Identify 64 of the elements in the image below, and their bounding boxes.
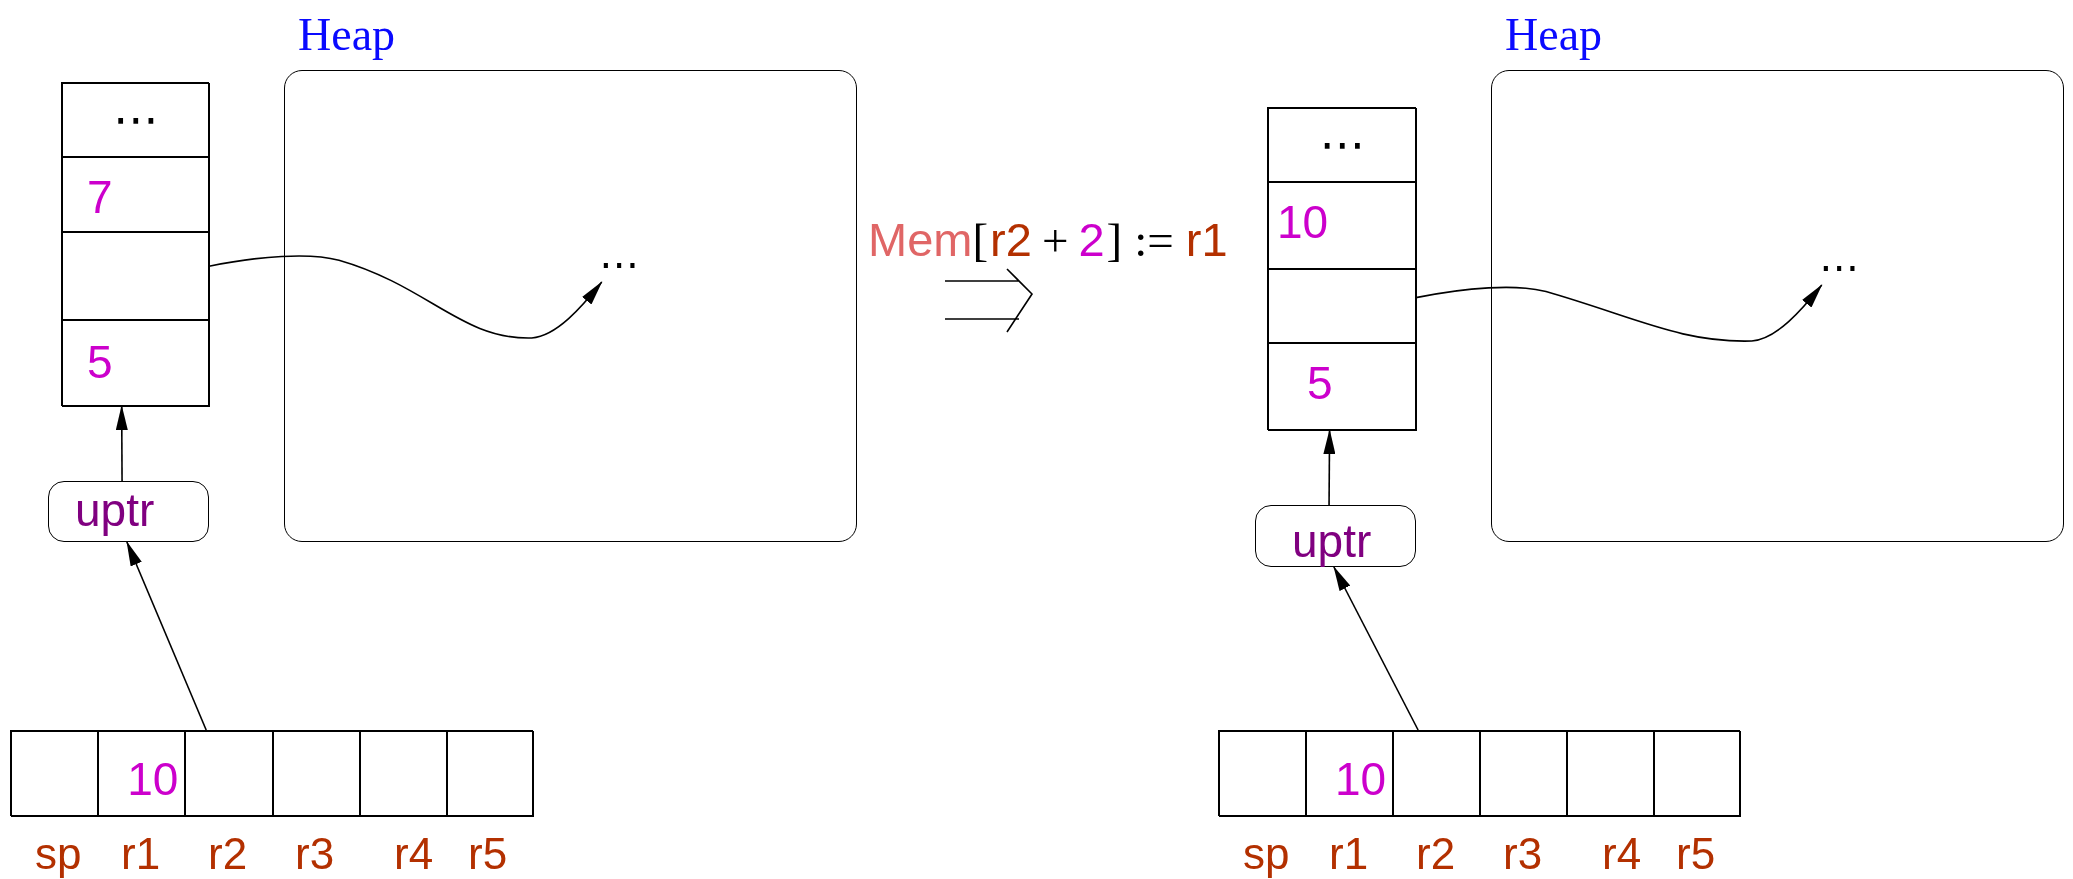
pointer-box bbox=[1255, 505, 1416, 567]
formula-term: Mem bbox=[868, 216, 973, 263]
ellipsis: ⋯ bbox=[599, 244, 639, 284]
register-name: r4 bbox=[1602, 832, 1642, 876]
stack-column bbox=[1267, 107, 1416, 430]
formula-term: ] bbox=[1106, 217, 1123, 264]
arrow bbox=[1415, 284, 1823, 342]
pointer-box bbox=[48, 481, 209, 542]
register-cell bbox=[359, 731, 447, 817]
register-row bbox=[1218, 730, 1740, 816]
register-name: r3 bbox=[1503, 832, 1543, 876]
register-row bbox=[10, 730, 533, 816]
arrow bbox=[1323, 429, 1336, 506]
stack-cell bbox=[1268, 343, 1417, 431]
cell-value: 7 bbox=[87, 174, 113, 220]
register-cell bbox=[272, 731, 360, 817]
register-cell bbox=[1654, 731, 1741, 817]
register-name: sp bbox=[1243, 832, 1290, 876]
formula-term: := bbox=[1134, 217, 1174, 264]
stack-cell bbox=[62, 232, 210, 320]
stack-cell bbox=[62, 320, 210, 407]
register-name: r1 bbox=[121, 832, 161, 876]
cell-value: ⋯ bbox=[1318, 121, 1367, 167]
register-cell bbox=[11, 731, 99, 817]
arrow bbox=[115, 405, 128, 482]
register-cell bbox=[1480, 731, 1567, 817]
arrow bbox=[208, 255, 603, 339]
register-cell bbox=[1306, 731, 1393, 817]
stack-column bbox=[61, 82, 209, 406]
formula-term: [ bbox=[972, 217, 989, 264]
stack-cell bbox=[1268, 182, 1417, 269]
cell-value: ⋯ bbox=[112, 96, 160, 142]
register-name: r2 bbox=[208, 832, 248, 876]
ellipsis: ⋯ bbox=[1819, 247, 1859, 287]
register-name: r5 bbox=[468, 832, 508, 876]
register-name: r4 bbox=[394, 832, 434, 876]
register-cell bbox=[185, 731, 273, 817]
heap-title: Heap bbox=[298, 12, 396, 58]
register-cell bbox=[1219, 731, 1306, 817]
formula-term: + bbox=[1041, 217, 1069, 264]
register-cell bbox=[1567, 731, 1654, 817]
register-name: r2 bbox=[1416, 832, 1456, 876]
register-name: sp bbox=[35, 832, 82, 876]
formula-term: 2 bbox=[1078, 216, 1105, 263]
register-name: r1 bbox=[1329, 832, 1369, 876]
arrow bbox=[1333, 566, 1419, 731]
register-cell bbox=[1393, 731, 1480, 817]
cell-value: 10 bbox=[127, 756, 179, 802]
stack-cell bbox=[1268, 108, 1417, 182]
register-name: r3 bbox=[295, 832, 335, 876]
cell-value: 10 bbox=[1277, 199, 1329, 245]
stack-cell bbox=[62, 83, 210, 157]
cell-value: 10 bbox=[1335, 756, 1387, 802]
register-cell bbox=[98, 731, 186, 817]
register-cell bbox=[447, 731, 535, 817]
formula-term: r1 bbox=[1185, 216, 1228, 263]
heap-title: Heap bbox=[1505, 12, 1603, 58]
cell-value: 5 bbox=[1307, 360, 1333, 406]
formula-term: r2 bbox=[990, 216, 1032, 263]
arrow bbox=[126, 541, 207, 731]
cell-value: 5 bbox=[87, 339, 113, 385]
stack-cell bbox=[1268, 269, 1417, 343]
register-name: r5 bbox=[1676, 832, 1716, 876]
stack-cell bbox=[62, 157, 210, 232]
